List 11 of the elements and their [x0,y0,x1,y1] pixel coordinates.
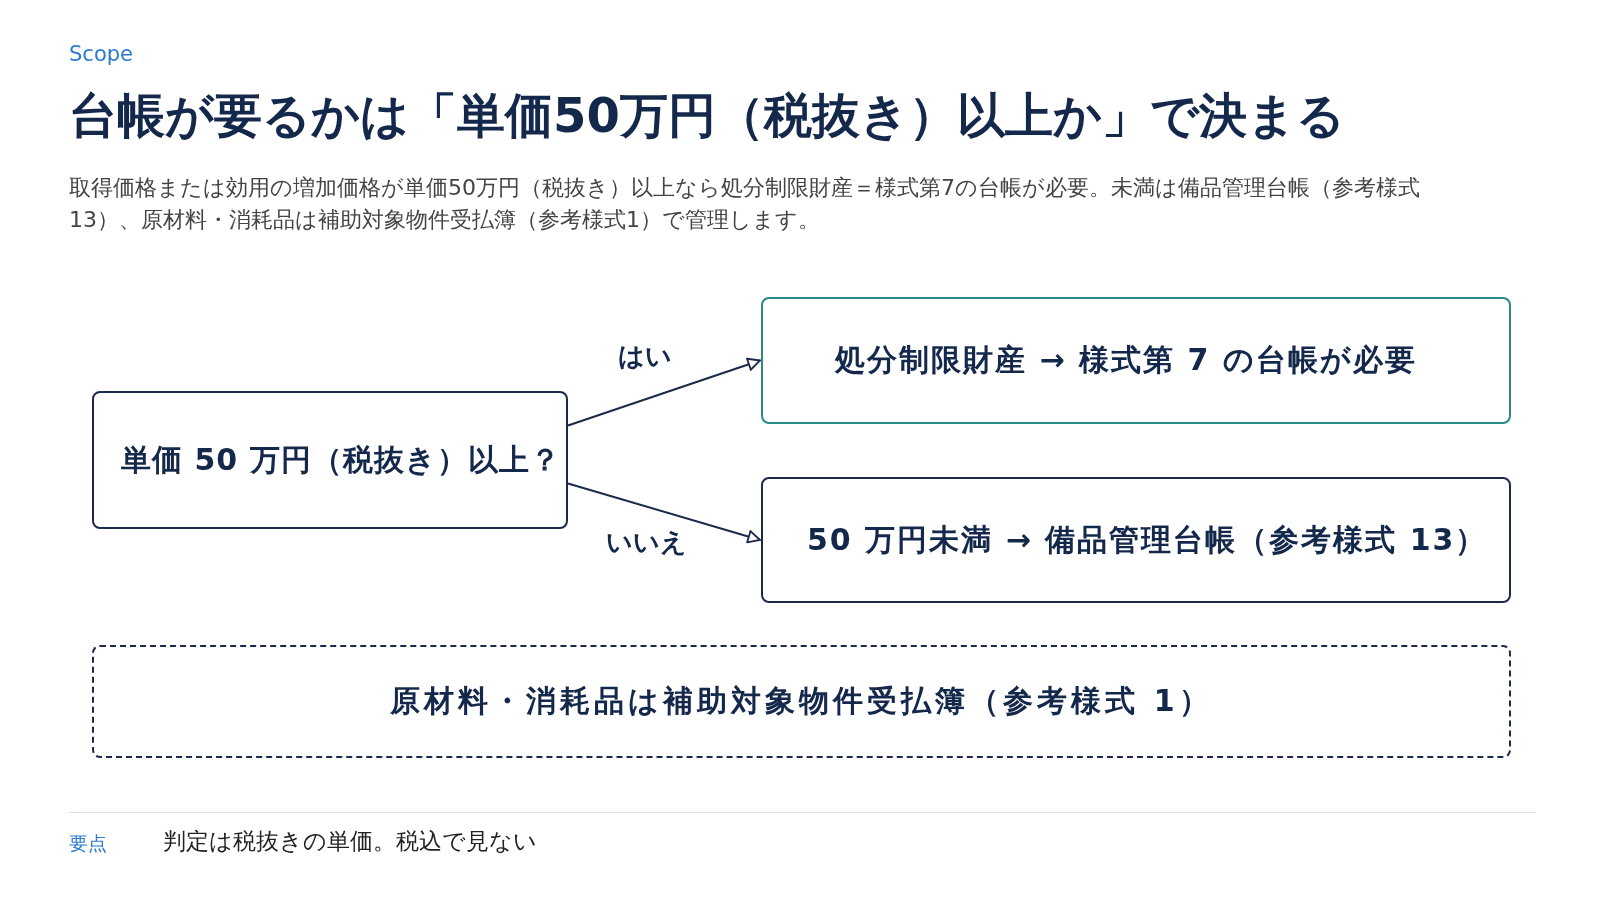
result-box: 50 万円未満 → 備品管理台帳（参考様式 13） [761,477,1511,603]
note-text: 判定は税抜きの単価。税込で見ない [163,827,537,856]
decision-box: 単価 50 万円（税抜き）以上？ [92,391,568,529]
section-label: Scope [69,42,133,66]
arrow [567,482,761,544]
note-box: 原材料・消耗品は補助対象物件受払簿（参考様式 1） [92,645,1511,758]
title: 台帳が要るかは「単価50万円（税抜き）以上か」で決まる [69,86,1345,145]
arrow [567,357,761,427]
note-label: 要点 [69,831,107,856]
result-box: 処分制限財産 → 様式第 7 の台帳が必要 [761,297,1511,424]
description-text: 取得価格または効用の増加価格が単価50万円（税抜き）以上なら処分制限財産＝様式第7の台帳が必要。未満は備品管理台帳（参考様式13）、原材料・消耗品は補助対象物件受払簿（参考様式1）で管理します。 [69,174,1421,234]
